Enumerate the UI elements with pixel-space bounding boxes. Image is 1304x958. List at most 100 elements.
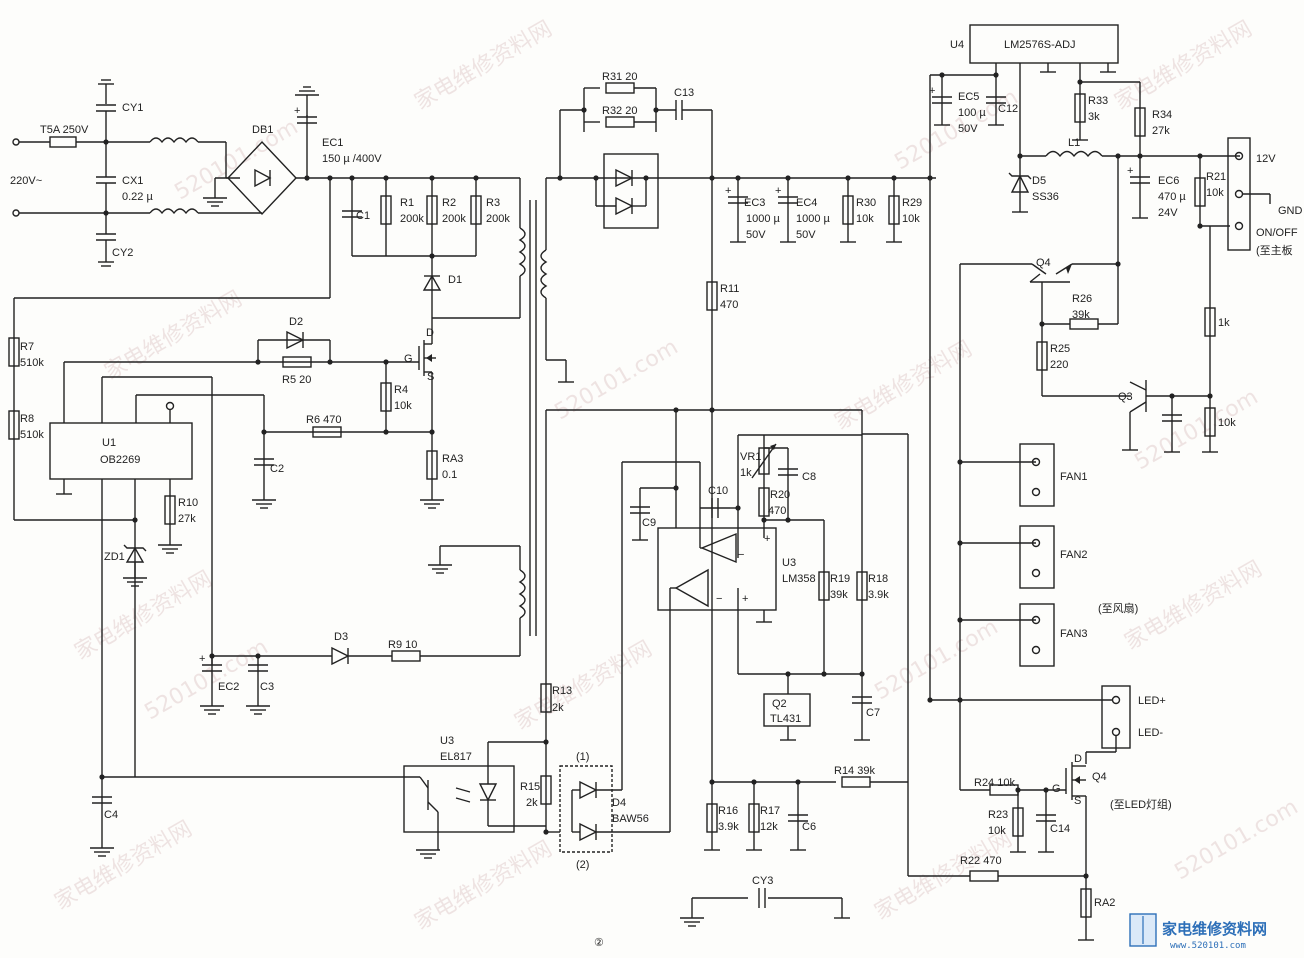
db1-label: DB1 — [252, 124, 273, 136]
buck-converter-section: LM2576S-ADJ U4 EC5 100 µ 50V C12 R33 3k … — [928, 24, 1303, 453]
q4b-source-label: S — [1074, 795, 1081, 807]
r23-value: 10k — [988, 825, 1006, 837]
r31-label: R31 20 — [602, 71, 637, 83]
c1-label: C1 — [356, 210, 370, 222]
out-gnd-label: GND — [1278, 205, 1303, 217]
fan2-label: FAN2 — [1060, 549, 1088, 561]
out-main-label: (至主板 — [1256, 243, 1293, 257]
led-plus-pin[interactable] — [1111, 695, 1121, 705]
d4-diode-a-icon — [579, 780, 598, 800]
u4-label: U4 — [950, 39, 964, 51]
u4-part: LM2576S-ADJ — [1004, 39, 1076, 51]
u1-label: U1 — [102, 437, 116, 449]
r2-label: R2 — [442, 197, 456, 209]
d2-diode-icon — [286, 330, 305, 350]
c9-label: C9 — [642, 517, 656, 529]
ec1-value: 150 µ /400V — [322, 153, 382, 165]
ec2-label: EC2 — [218, 681, 239, 693]
fan3-connector — [1019, 603, 1055, 667]
zd1-label: ZD1 — [104, 551, 125, 563]
bridge-diode-icon — [254, 168, 272, 188]
watermark-url-4: 520101.com — [1131, 385, 1263, 476]
q3-label: Q3 — [1118, 391, 1133, 403]
cx1-label: CX1 — [122, 175, 143, 187]
led-plus-label: LED+ — [1138, 695, 1166, 707]
ec5-label: EC5 — [958, 91, 979, 103]
primary-winding — [518, 227, 526, 277]
diode-b-icon — [615, 196, 634, 216]
pin-onoff[interactable] — [1234, 221, 1244, 231]
fan3-pin-b[interactable] — [1031, 645, 1041, 655]
r24-label: R24 10k — [974, 777, 1015, 789]
feedback-section: − + − + U3 LM358 C9 C10 VR1 1k — [546, 407, 889, 832]
fan2-pin-a[interactable] — [1031, 538, 1041, 548]
fan2-connector — [1019, 525, 1055, 589]
watermark-cn-1: 家电维修资料网 — [411, 17, 557, 116]
u1-part: OB2269 — [100, 454, 140, 466]
c3-label: C3 — [260, 681, 274, 693]
c6-label: C6 — [802, 821, 816, 833]
d4-part: BAW56 — [612, 813, 649, 825]
fan3-pin-a[interactable] — [1031, 615, 1041, 625]
r7-label: R7 — [20, 341, 34, 353]
q4a-label: Q4 — [1036, 257, 1051, 269]
r26-label: R26 — [1072, 293, 1092, 305]
opamp-a-plus: + — [764, 533, 770, 545]
c2-label: C2 — [270, 463, 284, 475]
r32-label: R32 20 — [602, 105, 637, 117]
diode-a-icon — [615, 168, 634, 188]
r30-label: R30 — [856, 197, 876, 209]
ec4-voltage: 50V — [796, 229, 816, 241]
ec6-voltage: 24V — [1158, 207, 1178, 219]
r5-label: R5 20 — [282, 374, 311, 386]
r8-label: R8 — [20, 413, 34, 425]
r20-value: 470 — [768, 505, 786, 517]
r30-value: 10k — [856, 213, 874, 225]
ec4-label: EC4 — [796, 197, 817, 209]
c10-label: C10 — [708, 485, 728, 497]
watermark-url-5: 520101.com — [141, 635, 273, 726]
c13-label: C13 — [674, 87, 694, 99]
r29-label: R29 — [902, 197, 922, 209]
fan2-pin-b[interactable] — [1031, 568, 1041, 578]
watermark-cn-4: 家电维修资料网 — [831, 337, 977, 436]
q2-part: TL431 — [770, 713, 801, 725]
r18-value: 3.9k — [868, 589, 889, 601]
r1-value: 200k — [400, 213, 424, 225]
c14-label: C14 — [1050, 823, 1070, 835]
led-minus-label: LED- — [1138, 727, 1163, 739]
r25-value: 220 — [1050, 359, 1068, 371]
q4b-label: Q4 — [1092, 771, 1107, 783]
watermark-cn-7: 家电维修资料网 — [1121, 557, 1267, 656]
ec6-label: EC6 — [1158, 175, 1179, 187]
r21-label: R21 — [1206, 171, 1226, 183]
r8-value: 510k — [20, 429, 44, 441]
d4-label: D4 — [612, 797, 626, 809]
d3-label: D3 — [334, 631, 348, 643]
d2-label: D2 — [289, 316, 303, 328]
r1-label: R1 — [400, 197, 414, 209]
r19-value: 39k — [830, 589, 848, 601]
pin-gnd[interactable] — [1234, 189, 1244, 199]
r33-label: R33 — [1088, 95, 1108, 107]
ra3-label: RA3 — [442, 453, 463, 465]
r26-value: 39k — [1072, 309, 1090, 321]
logo-title: 家电维修资料网 — [1162, 920, 1267, 938]
fan1-pin-b[interactable] — [1031, 487, 1041, 497]
r13-label: R13 — [552, 685, 572, 697]
watermark-cn-9: 家电维修资料网 — [411, 837, 557, 936]
fuse — [49, 136, 77, 148]
ec5-value: 100 µ — [958, 107, 986, 119]
watermark-cn-2: 家电维修资料网 — [1111, 17, 1257, 116]
cx1-value: 0.22 µ — [122, 191, 153, 203]
ac-terminal-top — [12, 138, 20, 146]
pin-12v[interactable] — [1234, 151, 1244, 161]
site-logo: 家电维修资料网 www.520101.com — [1129, 913, 1267, 951]
r-10k-label: 10k — [1218, 417, 1236, 429]
secondary-rectifier: R31 20 R32 20 C13 EC3 1000 µ 50V EC4 — [546, 71, 936, 700]
ra3-value: 0.1 — [442, 469, 457, 481]
ec5-voltage: 50V — [958, 123, 978, 135]
mosfet-source-label: S — [427, 371, 434, 383]
led-minus-pin[interactable] — [1111, 727, 1121, 737]
fan1-pin-a[interactable] — [1031, 457, 1041, 467]
